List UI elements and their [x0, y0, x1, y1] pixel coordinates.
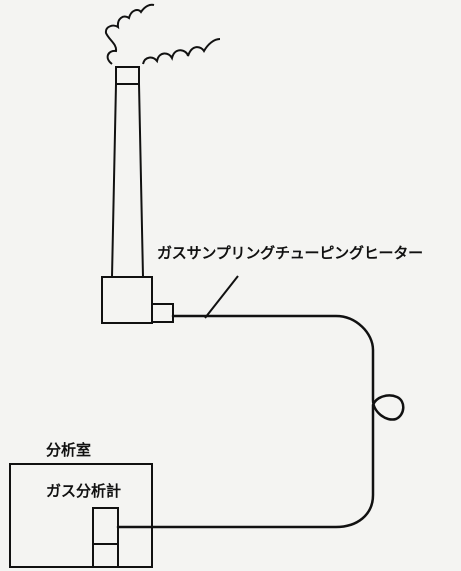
heated-sampling-tube: [116, 314, 405, 529]
smoke-plume-right: [142, 38, 221, 65]
sampling-port: [151, 303, 174, 323]
gas-analyzer-box: [92, 507, 119, 568]
smoke-plume-left: [104, 3, 155, 65]
analysis-room-label: 分析室: [46, 441, 92, 459]
chimney-shaft: [110, 83, 145, 278]
heater-tube-label: ガスサンプリングチューピングヒーター: [157, 244, 423, 262]
heater-label-leader: [204, 275, 239, 319]
gas-analyzer-label: ガス分析計: [46, 482, 122, 500]
chimney-base: [101, 276, 153, 324]
chimney-top-cap: [115, 66, 140, 85]
analysis-room-box: [9, 463, 153, 568]
